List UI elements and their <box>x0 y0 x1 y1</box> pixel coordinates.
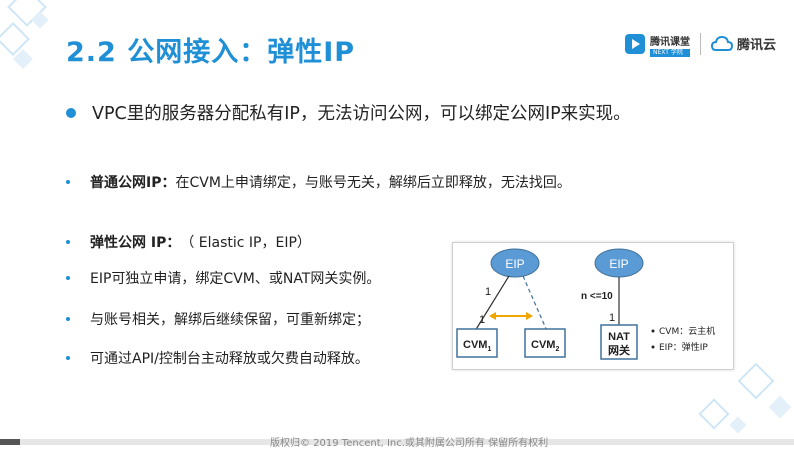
ketang-logo-subtext: NEXT 学院 <box>649 49 690 57</box>
logo-divider <box>699 32 701 55</box>
list-item-text: 与账号相关，解绑后继续保留，可重新绑定； <box>90 312 370 328</box>
eip-left-label: EIP <box>505 257 524 271</box>
cvm2-label: CVM2 <box>531 339 559 353</box>
progress-bar <box>0 439 794 445</box>
tencent-cloud-logo: 腾讯云 <box>710 34 776 53</box>
solid-link-line <box>474 275 510 332</box>
label-one-top: 1 <box>485 286 491 298</box>
tencent-cloud-logo-text: 腾讯云 <box>736 38 776 53</box>
list-item: EIP可独立申请，绑定CVM、或NAT网关实例。 <box>66 268 380 288</box>
eip-right-label: EIP <box>609 257 628 271</box>
bullet-dot-icon <box>66 180 70 184</box>
nat-label: NAT <box>608 331 630 343</box>
list-item-bold: 普通公网IP： <box>90 175 176 191</box>
list-item-bold: 弹性公网 IP： <box>90 235 181 251</box>
rebind-arrowhead-right <box>526 312 533 320</box>
label-one-bottom: 1 <box>479 314 485 326</box>
cvm1-label: CVM1 <box>463 339 491 353</box>
dashed-link-line <box>522 275 548 332</box>
nat-label-cn: 网关 <box>608 343 630 357</box>
bullet-dot-icon <box>66 276 70 280</box>
page-title: 2.2 公网接入：弹性IP <box>66 37 356 68</box>
ketang-logo-text: 腾讯课堂 <box>649 37 690 48</box>
cvm2-box <box>524 328 566 358</box>
legend-eip: EIP：弹性IP <box>659 341 708 353</box>
main-bullet: VPC里的服务器分配私有IP，无法访问公网，可以绑定公网IP来实现。 <box>66 100 631 125</box>
main-bullet-text: VPC里的服务器分配私有IP，无法访问公网，可以绑定公网IP来实现。 <box>92 104 631 124</box>
header-logos: 腾讯课堂 NEXT 学院 腾讯云 <box>624 30 776 57</box>
legend-dot-icon <box>651 329 655 333</box>
cloud-icon <box>710 35 733 51</box>
list-item-text: EIP可独立申请，绑定CVM、或NAT网关实例。 <box>90 271 381 287</box>
bullet-dot-icon <box>66 356 70 360</box>
nat-box <box>600 324 638 360</box>
label-one-right: 1 <box>609 312 615 324</box>
diagram-canvas: EIP 1 1 CVM1 CVM2 EIP n <=10 1 NAT 网关 CV… <box>456 248 715 360</box>
list-item-text: （ Elastic IP，EIP） <box>180 235 311 251</box>
copyright-footer: 版权归© 2019 Tencent, Inc.或其附属公司所有 保留所有权利 <box>270 438 549 449</box>
list-item: 弹性公网 IP： （ Elastic IP，EIP） <box>66 232 311 252</box>
eip-left-node <box>490 248 540 278</box>
cvm1-box <box>456 328 498 358</box>
list-item: 可通过API/控制台主动释放或欠费自动释放。 <box>66 348 369 368</box>
list-item-text: 可通过API/控制台主动释放或欠费自动释放。 <box>90 351 369 367</box>
legend-dot-icon <box>651 345 655 349</box>
bullet-dot-icon <box>66 317 70 321</box>
decorative-diamonds-bottom <box>698 362 792 434</box>
bullet-dot-icon <box>66 240 70 244</box>
rebind-arrowhead-left <box>489 312 496 320</box>
legend-cvm: CVM：云主机 <box>659 325 715 337</box>
label-n: n <=10 <box>581 291 613 302</box>
decorative-diamonds <box>0 0 49 69</box>
list-item: 普通公网IP： 在CVM上申请绑定，与账号无关，解绑后立即释放，无法找回。 <box>66 172 571 192</box>
progress-bar-fill <box>0 439 20 445</box>
list-item-text: 在CVM上申请绑定，与账号无关，解绑后立即释放，无法找回。 <box>175 175 571 191</box>
ketang-logo-icon <box>624 33 645 54</box>
bullet-dot-icon <box>66 107 76 118</box>
eip-binding-diagram: EIP 1 1 CVM1 CVM2 EIP n <=10 1 NAT 网关 CV… <box>452 242 734 370</box>
list-item: 与账号相关，解绑后继续保留，可重新绑定； <box>66 309 370 329</box>
ketang-logo: 腾讯课堂 NEXT 学院 <box>624 30 690 57</box>
